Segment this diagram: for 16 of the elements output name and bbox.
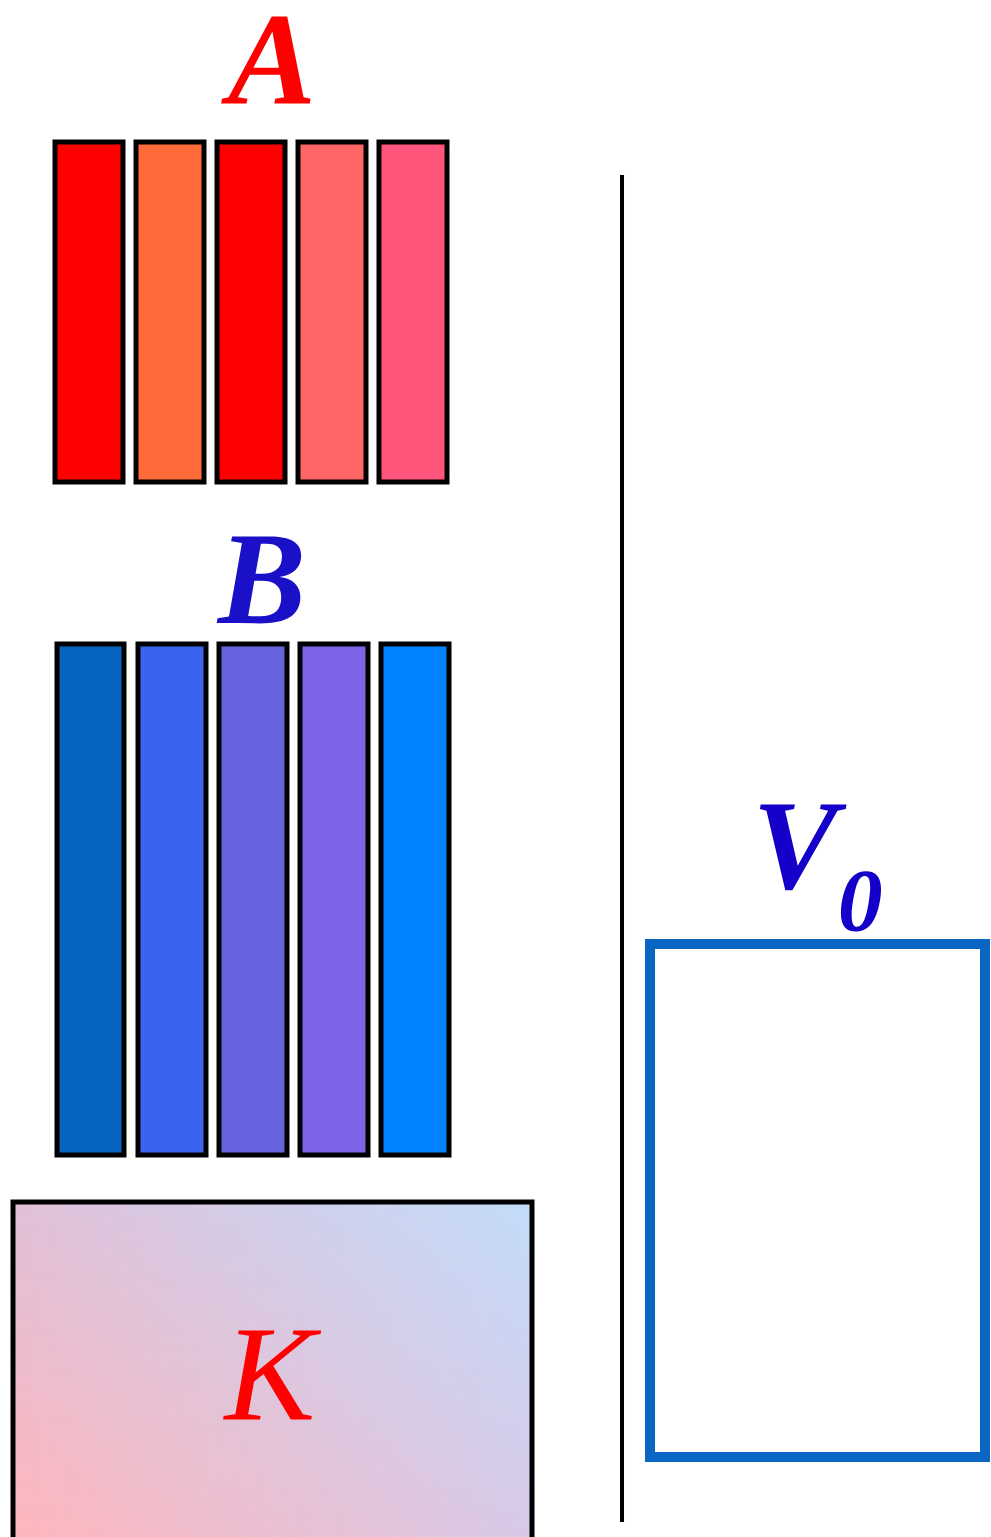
outlined-box: V$_{0}$ (645, 804, 990, 1462)
bar (378, 641, 452, 1158)
bar (214, 139, 288, 485)
bar (376, 139, 450, 485)
bar (135, 641, 209, 1158)
group-letter: B (216, 536, 302, 624)
bar (54, 641, 127, 1158)
bar (295, 139, 369, 485)
shaded-box: K (10, 1199, 535, 1537)
bar (297, 641, 371, 1158)
node-label: V$_{0}$ (759, 804, 882, 932)
node-label: K (223, 1330, 322, 1420)
bar (52, 139, 126, 485)
bar (216, 641, 290, 1158)
group-letter: A (221, 16, 311, 104)
bar (133, 139, 207, 485)
